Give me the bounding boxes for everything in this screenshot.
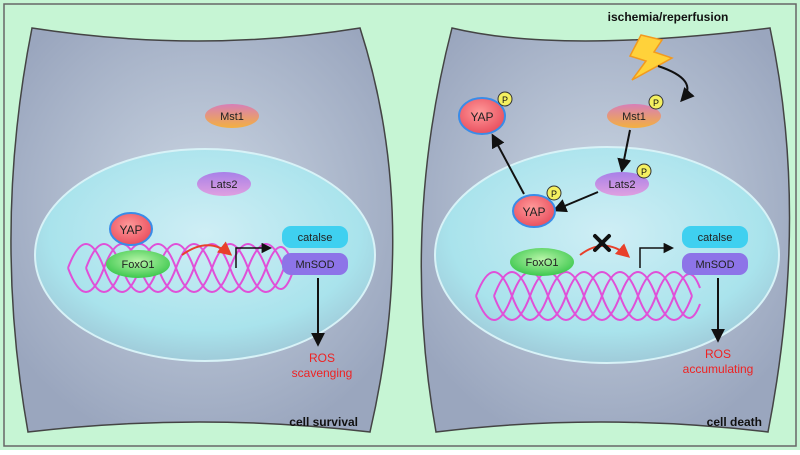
ros-label-right: ROS	[705, 347, 731, 361]
svg-text:P: P	[653, 98, 659, 108]
dna-helix-right	[475, 271, 701, 321]
lats2-label-right: Lats2	[609, 179, 636, 191]
foxo1-protein-right: FoxO1	[510, 248, 574, 276]
mst1-label-right: Mst1	[622, 111, 646, 123]
mnsod-label: MnSOD	[295, 259, 334, 271]
foxo1-label-right: FoxO1	[525, 257, 558, 269]
phospho-badge-lats2: P	[636, 163, 652, 179]
yap-protein: YAP	[109, 212, 153, 246]
foxo1-protein: FoxO1	[106, 250, 170, 278]
svg-text:P: P	[551, 189, 557, 199]
stimulus-label: ischemia/reperfusion	[608, 10, 729, 24]
promoter-arrow	[235, 242, 273, 268]
mnsod-label-right: MnSOD	[695, 259, 734, 271]
phospho-badge-mst1: P	[648, 94, 664, 110]
lats2-protein: Lats2	[197, 172, 251, 196]
figure-border	[3, 3, 797, 447]
lats2-to-yap-arrow	[552, 191, 599, 213]
right-panel: ischemia/reperfusion Mst1 P Lats2 P YAP	[420, 10, 791, 433]
mst1-label: Mst1	[220, 111, 244, 123]
yap-export-arrow	[491, 133, 525, 195]
catalase-label: catalse	[298, 232, 333, 244]
catalase-label-right: catalse	[698, 232, 733, 244]
ros-outcome-label: scavenging	[292, 366, 353, 380]
block-x-icon	[593, 234, 611, 252]
yap-label-nuclear: YAP	[522, 205, 545, 219]
phospho-badge-yap-nuclear: P	[546, 185, 562, 201]
activation-arrow	[181, 241, 233, 256]
mnsod-box: MnSOD	[282, 253, 348, 275]
catalase-box: catalse	[282, 226, 348, 248]
lightning-icon	[628, 34, 674, 81]
right-caption: cell death	[707, 415, 762, 429]
yap-protein-cytoplasm: YAP	[458, 97, 506, 135]
nucleus	[34, 148, 376, 362]
foxo1-label: FoxO1	[121, 259, 154, 271]
mst1-protein: Mst1	[205, 104, 259, 128]
yap-label-cytoplasm: YAP	[470, 110, 493, 124]
lats2-protein-right: Lats2	[595, 172, 649, 196]
catalase-box-right: catalse	[682, 226, 748, 248]
promoter-arrow-right	[639, 242, 675, 268]
left-panel: Mst1 Lats2 FoxO1 YAP	[10, 27, 394, 433]
yap-protein-nuclear: YAP	[512, 194, 556, 228]
ros-outcome-label-right: accumulating	[683, 362, 754, 376]
mst1-to-lats2-arrow	[617, 129, 632, 173]
mst1-protein-right: Mst1	[607, 104, 661, 128]
ros-label: ROS	[309, 351, 335, 365]
svg-text:P: P	[502, 95, 508, 105]
mnsod-box-right: MnSOD	[682, 253, 748, 275]
stimulus-arrow	[657, 65, 695, 103]
left-caption: cell survival	[289, 415, 358, 429]
yap-label: YAP	[119, 223, 142, 237]
phospho-badge-yap-cytoplasm: P	[497, 91, 513, 107]
lats2-label: Lats2	[211, 179, 238, 191]
svg-text:P: P	[641, 167, 647, 177]
